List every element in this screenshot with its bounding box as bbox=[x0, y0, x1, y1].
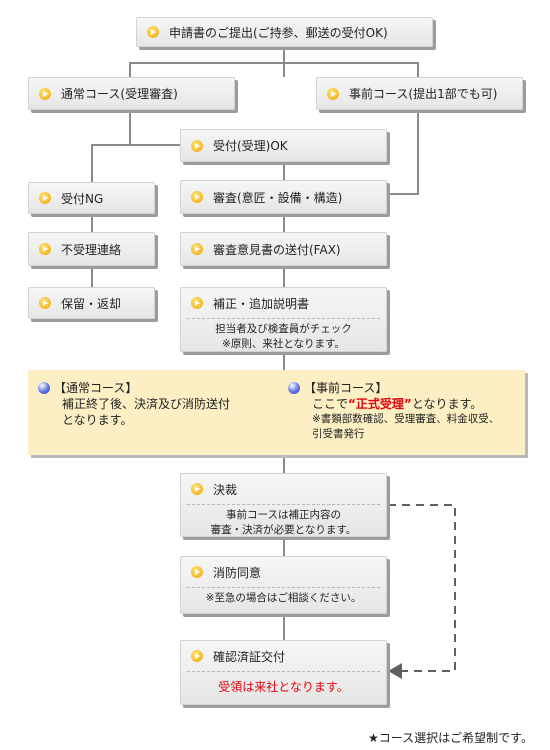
node-hold-return-label: 保留・返却 bbox=[61, 296, 122, 311]
node-prior-course-label: 事前コース(提出1部でも可) bbox=[349, 87, 498, 101]
connector-line bbox=[129, 62, 418, 64]
connector-line bbox=[91, 144, 93, 182]
node-certificate: 確認済証交付 受領は来社となります。 bbox=[180, 640, 387, 705]
panel-prior-line: ここで“正式受理”となります。 bbox=[288, 396, 523, 412]
node-prior-course: 事前コース(提出1部でも可) bbox=[316, 77, 523, 110]
panel-normal-line: となります。 bbox=[62, 413, 133, 427]
connector-line bbox=[91, 266, 93, 287]
panel-prior-note: ※書類部数確認、受理審査、料金収受、 bbox=[312, 413, 500, 425]
node-decision-label: 決裁 bbox=[213, 482, 238, 497]
blue-bullet-icon bbox=[288, 382, 300, 394]
arrow-icon bbox=[327, 87, 339, 100]
node-decision-note: 事前コースは補正内容の 審査・決済が必要となります。 bbox=[187, 504, 380, 538]
node-normal-course: 通常コース(受理審査) bbox=[28, 77, 235, 110]
panel-normal-line: 補正終了後、決済及び消防送付 bbox=[62, 397, 231, 411]
node-amendment-label: 補正・追加説明書 bbox=[213, 296, 310, 311]
panel-prior-course: 【事前コース】 ここで“正式受理”となります。 ※書類部数確認、受理審査、料金収… bbox=[288, 380, 523, 442]
connector-line bbox=[283, 214, 285, 232]
node-submit: 申請書のご提出(ご持参、郵送の受付OK) bbox=[136, 17, 433, 47]
certificate-note-text: 受領は来社となります。 bbox=[218, 680, 349, 694]
decision-note-line: 審査・決済が必要となります。 bbox=[210, 524, 357, 536]
connector-line bbox=[129, 110, 131, 145]
node-amendment-note: 担当者及び検査員がチェック ※原則、来社となります。 bbox=[187, 318, 380, 352]
connector-line bbox=[283, 162, 285, 180]
node-accept-ok: 受付(受理)OK bbox=[180, 129, 387, 162]
connector-line bbox=[129, 62, 131, 77]
node-submit-label: 申請書のご提出(ご持参、郵送の受付OK) bbox=[169, 25, 388, 40]
node-certificate-note: 受領は来社となります。 bbox=[187, 671, 380, 696]
panel-prior-title: 【事前コース】 bbox=[304, 381, 388, 395]
connector-line bbox=[283, 537, 285, 556]
blue-bullet-icon bbox=[38, 382, 50, 394]
course-selection-footnote: ★コース選択はご希望制です。 bbox=[368, 731, 533, 745]
connector-line bbox=[388, 193, 419, 195]
amendment-note-line: 担当者及び検査員がチェック bbox=[215, 323, 352, 335]
panel-prior-note: 引受書発行 bbox=[312, 428, 365, 440]
node-accept-ng-label: 受付NG bbox=[61, 191, 104, 206]
node-accept-ng: 受付NG bbox=[28, 182, 155, 214]
arrow-icon bbox=[191, 243, 203, 255]
panel-normal-title: 【通常コース】 bbox=[54, 381, 138, 395]
node-accept-ok-label: 受付(受理)OK bbox=[213, 139, 288, 153]
course-info-panel: 【通常コース】 補正終了後、決済及び消防送付 となります。 【事前コース】 ここ… bbox=[28, 370, 525, 455]
arrow-icon bbox=[191, 139, 203, 152]
node-fire-consent-label: 消防同意 bbox=[213, 565, 262, 580]
arrow-icon bbox=[191, 650, 203, 662]
arrow-icon bbox=[39, 297, 51, 309]
arrow-icon bbox=[191, 297, 203, 309]
connector-line bbox=[91, 214, 93, 232]
connector-line bbox=[283, 352, 285, 370]
node-review-opinion-send: 審査意見書の送付(FAX) bbox=[180, 232, 387, 266]
node-not-accepted: 不受理連絡 bbox=[28, 232, 155, 266]
panel-prior-quote-open: “ bbox=[348, 397, 356, 411]
node-review-opinion-send-label: 審査意見書の送付(FAX) bbox=[213, 242, 341, 257]
node-hold-return: 保留・返却 bbox=[28, 287, 155, 319]
panel-normal-course: 【通常コース】 補正終了後、決済及び消防送付 となります。 bbox=[38, 380, 278, 428]
node-not-accepted-label: 不受理連絡 bbox=[61, 242, 122, 257]
node-normal-course-label: 通常コース(受理審査) bbox=[61, 87, 178, 101]
node-certificate-label: 確認済証交付 bbox=[213, 649, 286, 664]
panel-prior-prefix: ここで bbox=[312, 397, 349, 411]
arrow-icon bbox=[147, 26, 159, 38]
connector-line bbox=[417, 62, 419, 77]
node-review-label: 審査(意匠・設備・構造) bbox=[213, 190, 343, 205]
connector-line bbox=[91, 144, 180, 146]
panel-prior-suffix: となります。 bbox=[411, 397, 483, 411]
node-fire-consent: 消防同意 ※至急の場合はご相談ください。 bbox=[180, 556, 387, 614]
arrow-icon bbox=[39, 87, 51, 100]
arrow-icon bbox=[191, 483, 203, 495]
node-decision: 決裁 事前コースは補正内容の 審査・決済が必要となります。 bbox=[180, 473, 387, 537]
connector-line bbox=[283, 614, 285, 640]
panel-prior-quote-close: ” bbox=[403, 397, 412, 411]
node-amendment: 補正・追加説明書 担当者及び検査員がチェック ※原則、来社となります。 bbox=[180, 287, 387, 352]
arrow-icon bbox=[39, 192, 51, 204]
arrow-icon bbox=[191, 566, 203, 578]
dashed-arrow bbox=[388, 504, 456, 679]
amendment-note-line: ※原則、来社となります。 bbox=[222, 338, 345, 350]
node-review: 審査(意匠・設備・構造) bbox=[180, 180, 387, 214]
connector-line bbox=[417, 110, 419, 194]
node-fire-note: ※至急の場合はご相談ください。 bbox=[187, 587, 380, 606]
arrow-icon bbox=[39, 243, 51, 255]
arrow-icon bbox=[191, 191, 203, 203]
connector-line bbox=[283, 266, 285, 287]
connector-line bbox=[283, 455, 285, 473]
decision-note-line: 事前コースは補正内容の bbox=[226, 509, 341, 521]
panel-prior-highlight: 正式受理 bbox=[355, 397, 404, 411]
